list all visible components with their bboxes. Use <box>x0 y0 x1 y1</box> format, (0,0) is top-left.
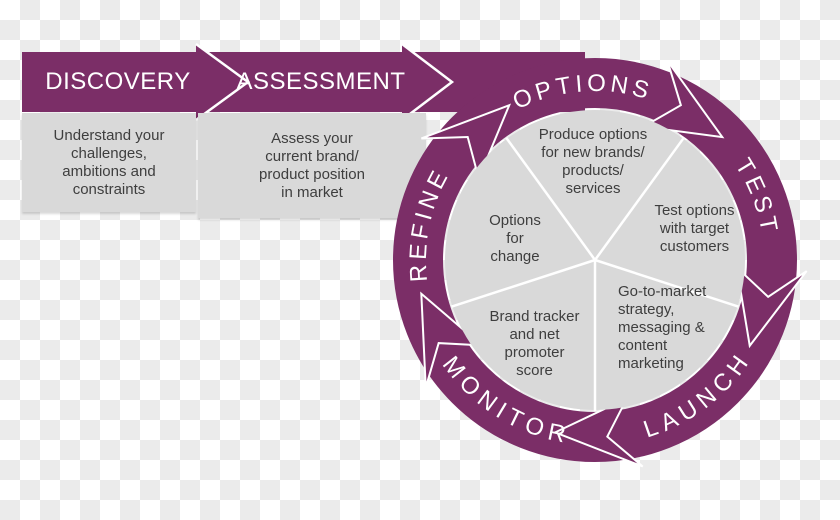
cycle-arrowheads <box>420 60 808 468</box>
assessment-step-label: ASSESSMENT <box>236 68 406 95</box>
assessment-arrowhead <box>402 44 452 120</box>
segment-divider <box>594 258 739 308</box>
segment-dividers <box>451 137 739 411</box>
segment-description-test: Test options with target customers <box>654 202 735 255</box>
segment-description-options: Produce options for new brands/ products… <box>538 126 648 197</box>
assessment-description: Assess your current brand/ product posit… <box>259 129 365 201</box>
segment-description-monitor: Brand tracker and net promoter score <box>489 308 580 379</box>
discovery-description-box: Understand your challenges, ambitions an… <box>22 113 196 212</box>
discovery-description: Understand your challenges, ambitions an… <box>53 126 165 198</box>
segment-divider <box>593 137 685 261</box>
segment-divider <box>505 137 597 261</box>
assessment-arrowhead-outline <box>401 43 455 121</box>
assessment-description-box: Assess your current brand/ product posit… <box>198 113 426 218</box>
segment-divider <box>451 258 596 308</box>
discovery-step-label: DISCOVERY <box>45 68 191 95</box>
discovery-arrowhead-outline <box>195 42 251 122</box>
segment-description-refine: Options for change <box>489 212 541 265</box>
segment-description-launch: Go-to-market strategy, messaging & conte… <box>618 283 707 372</box>
discovery-arrowhead <box>196 44 248 120</box>
